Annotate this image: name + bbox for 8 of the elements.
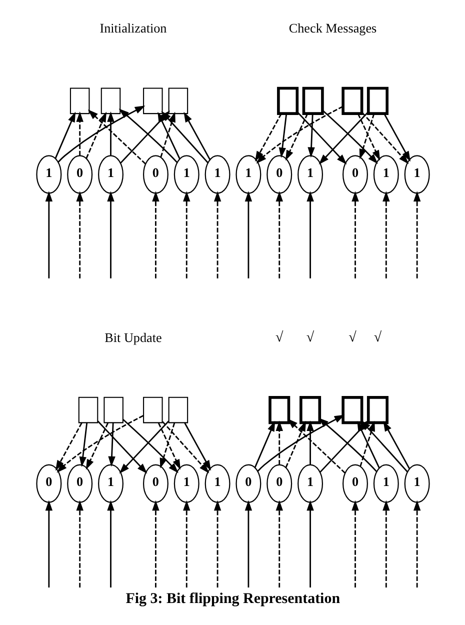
node-label: √ [348,330,356,346]
node-label: √ [306,330,314,346]
label: Initialization [99,20,166,36]
node-label: √ [373,330,382,346]
label: Bit Update [104,330,162,345]
node-label: √ [275,330,283,346]
caption: Fig 3: Bit flipping Representation [125,591,340,608]
label: Check Messages [288,20,376,36]
